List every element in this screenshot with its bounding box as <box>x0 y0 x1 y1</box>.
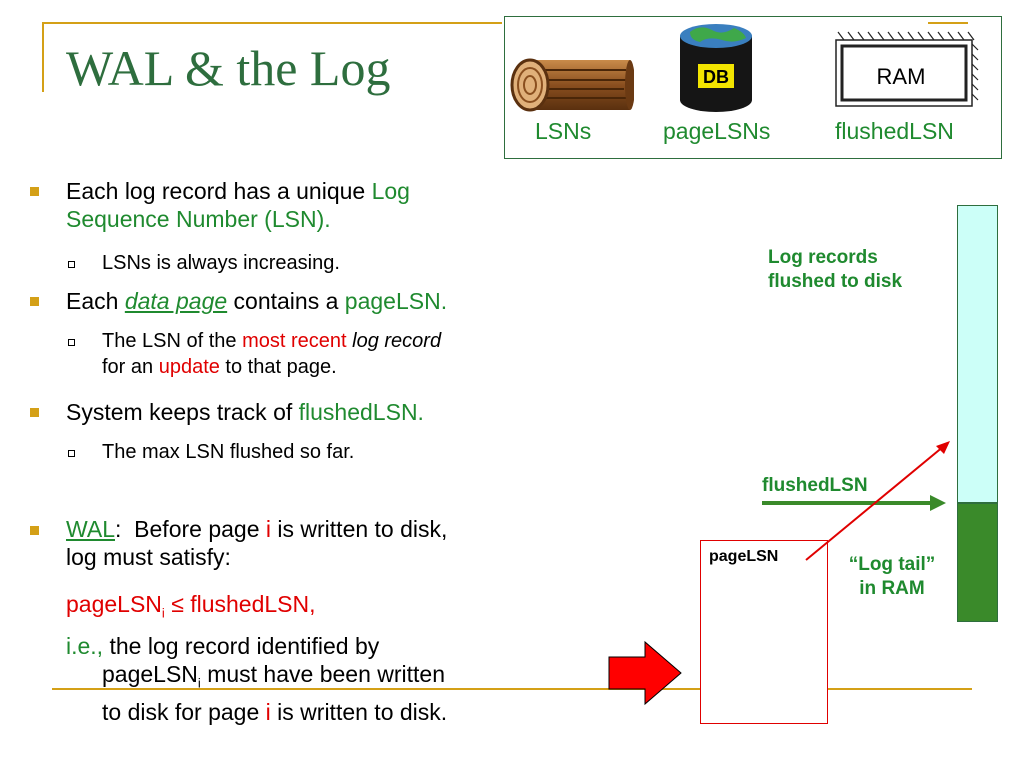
sub-bullet-marker <box>68 339 75 346</box>
ram-icon <box>835 31 979 107</box>
decor-rule-vertical <box>42 22 44 92</box>
label-log-records-flushed: Log records flushed to disk <box>768 247 903 292</box>
slide-title: WAL & the Log <box>66 40 391 96</box>
ram-badge: RAM <box>876 64 926 89</box>
bullet-lsn: Each log record has a unique Log Sequenc… <box>66 178 410 232</box>
flushedlsn-arrow-icon <box>762 495 946 511</box>
sub-bullet-marker <box>68 450 75 457</box>
pagelsn-pointer-arrow-icon <box>805 441 950 561</box>
red-arrow-icon <box>608 640 682 706</box>
legend-box <box>504 16 1002 159</box>
database-icon <box>680 24 752 112</box>
wal-explanation: i.e., the log record identified by pageL… <box>66 633 448 725</box>
sub-bullet-pagelsn-def: The LSN of the most recent log record fo… <box>102 330 442 378</box>
log-tail-segment <box>957 503 998 622</box>
log-icon <box>510 58 634 112</box>
sub-bullet-marker <box>68 261 75 268</box>
sub-bullet-max-lsn: The max LSN flushed so far. <box>102 441 355 463</box>
wal-formula: pageLSNi ≤ flushedLSN, <box>66 591 316 621</box>
legend-label-lsns: LSNs <box>535 118 592 144</box>
decor-rule-bottom <box>52 688 972 690</box>
db-badge: DB <box>703 67 729 87</box>
decor-rule-top-right <box>928 22 968 24</box>
bullet-marker <box>30 408 39 417</box>
bullet-marker <box>30 187 39 196</box>
bullet-flushedlsn: System keeps track of flushedLSN. <box>66 399 424 425</box>
log-flushed-segment <box>957 205 998 503</box>
data-page-box <box>700 540 828 724</box>
bullet-wal: WAL: Before page i is written to disk, l… <box>66 516 448 570</box>
bullet-marker <box>30 297 39 306</box>
bullet-marker <box>30 526 39 535</box>
label-pagelsn: pageLSN <box>709 548 779 565</box>
legend-label-flushedlsn: flushedLSN <box>835 118 954 144</box>
decor-rule-top <box>42 22 502 24</box>
label-flushedlsn: flushedLSN <box>762 475 868 496</box>
sub-bullet-lsn-increasing: LSNs is always increasing. <box>102 252 340 274</box>
bullet-data-page: Each data page contains a pageLSN. <box>66 288 448 314</box>
legend-label-pagelsns: pageLSNs <box>663 118 771 144</box>
label-log-tail: “Log tail” in RAM <box>848 554 936 599</box>
